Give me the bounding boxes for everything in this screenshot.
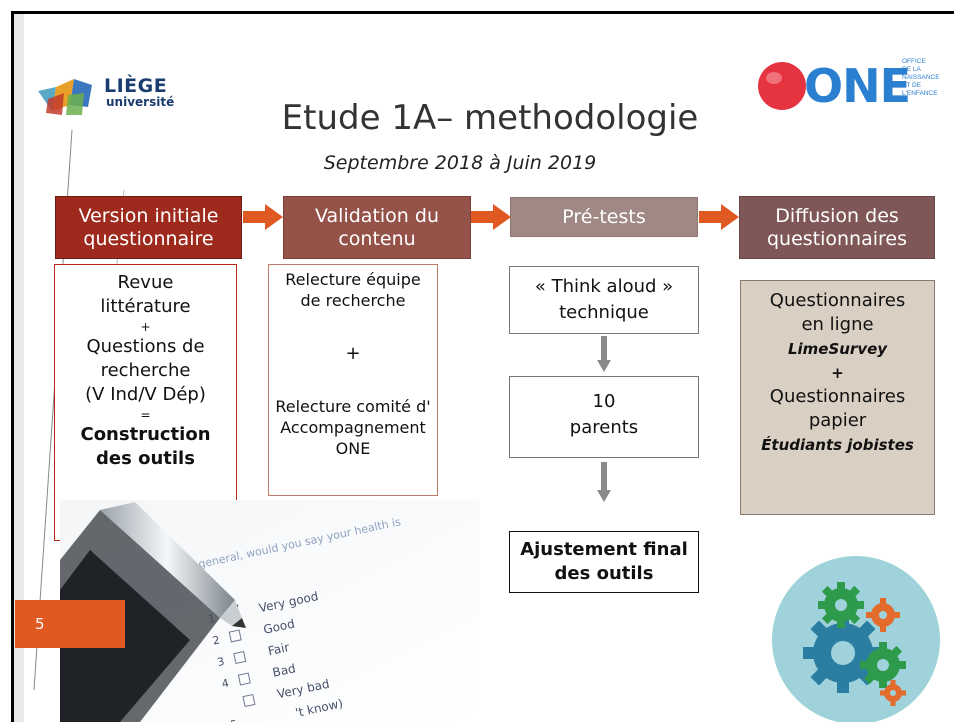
spacer: [269, 364, 437, 396]
text-line: Accompagnement: [280, 418, 426, 437]
bold-line: Construction: [80, 424, 211, 445]
one-tagline: OFFICE DE LA NAISSANCE ET DE L'ENFANCE: [902, 58, 940, 97]
one-balloon-icon: [758, 62, 806, 110]
stage-label-line1: Diffusion des: [775, 204, 899, 227]
stage-diffusion: Diffusion des questionnaires: [739, 196, 935, 259]
text-line: Questions de: [86, 336, 205, 357]
stage-validation-contenu: Validation du contenu: [283, 196, 471, 259]
text-line: Ajustement final: [520, 539, 688, 560]
text-line: en ligne: [801, 314, 874, 335]
left-strip: [14, 14, 24, 722]
stage-label-line1: Version initiale: [78, 204, 219, 227]
text-line: (V Ind/V Dép): [85, 384, 206, 405]
box-construction-outils: Revue littérature + Questions de recherc…: [54, 264, 237, 541]
equals-sign: =: [140, 408, 151, 422]
stage-label-line2: contenu: [338, 227, 416, 250]
arrow-right-icon: [699, 204, 739, 230]
text-line: Questionnaires: [769, 290, 906, 311]
slide-number: 5: [15, 600, 125, 648]
liege-emblem-icon: [38, 79, 92, 115]
spacer: [269, 311, 437, 343]
arrow-down-icon: [597, 336, 611, 372]
frame-top-border: [11, 11, 954, 14]
arrow-right-icon: [243, 204, 283, 230]
option-label: Good: [262, 617, 296, 637]
plus-sign: +: [831, 364, 844, 382]
checkbox: [242, 693, 256, 708]
pen-icon: [60, 502, 246, 722]
option-num: 5: [229, 718, 239, 722]
text-line: Relecture équipe: [285, 270, 421, 289]
checkbox: [237, 672, 251, 686]
stage-label-line2: questionnaires: [766, 227, 908, 250]
liege-sub-text: université: [106, 95, 175, 109]
slide-subtitle: Septembre 2018 à Juin 2019: [323, 152, 597, 174]
box-diffusion-details: Questionnaires en ligne LimeSurvey + Que…: [740, 280, 935, 515]
text-line: ONE: [335, 439, 371, 458]
liege-brand-text: LIÈGE: [104, 75, 168, 97]
one-word: ONE: [804, 59, 911, 113]
stage-version-initiale: Version initiale questionnaire: [55, 196, 242, 259]
text-line: parents: [569, 417, 639, 438]
text-line: papier: [808, 410, 867, 431]
text-line: des outils: [554, 563, 654, 584]
bold-line: des outils: [96, 448, 195, 469]
slide-title: Etude 1A– methodologie: [281, 98, 699, 138]
box-parents: 10 parents: [509, 376, 699, 458]
frame-left-border: [11, 11, 14, 722]
box-relecture: Relecture équipe de recherche + Relectur…: [268, 264, 438, 496]
stage-label-line1: Validation du: [315, 204, 439, 227]
text-line: Relecture comité d': [275, 397, 431, 416]
stage-label-line2: questionnaire: [83, 227, 214, 250]
checkbox: [233, 650, 247, 665]
text-line: Revue: [117, 272, 174, 293]
liege-universite-logo: LIÈGE université: [34, 75, 184, 120]
text-line: 10: [592, 391, 616, 412]
option-num: 2: [211, 633, 221, 647]
text-line: de recherche: [300, 291, 406, 310]
jobistes-text: Étudiants jobistes: [761, 436, 914, 454]
one-logo: ONE OFFICE DE LA NAISSANCE ET DE L'ENFAN…: [752, 58, 952, 118]
option-num: 3: [216, 655, 226, 669]
tool-name: LimeSurvey: [787, 340, 888, 358]
plus-sign: +: [140, 320, 151, 334]
questionnaire-photo: general, would you say your health is 1 …: [60, 500, 480, 722]
box-think-aloud: « Think aloud » technique: [509, 266, 699, 334]
box-ajustement-final: Ajustement final des outils: [509, 531, 699, 593]
text-line: littérature: [100, 296, 191, 317]
option-label: Bad: [271, 661, 297, 680]
text-line: recherche: [100, 360, 191, 381]
arrow-down-icon: [597, 462, 611, 502]
option-label: Fair: [267, 640, 291, 658]
checkbox: [228, 629, 242, 643]
text-line: technique: [559, 302, 649, 323]
text-line: « Think aloud »: [534, 276, 674, 297]
option-num: 4: [221, 676, 231, 690]
stage-label-line1: Pré-tests: [562, 205, 646, 228]
gears-icon: [772, 556, 940, 722]
plus-sign: +: [345, 343, 361, 364]
arrow-right-icon: [471, 204, 511, 230]
text-line: Questionnaires: [769, 386, 906, 407]
stage-pre-tests: Pré-tests: [510, 197, 698, 237]
